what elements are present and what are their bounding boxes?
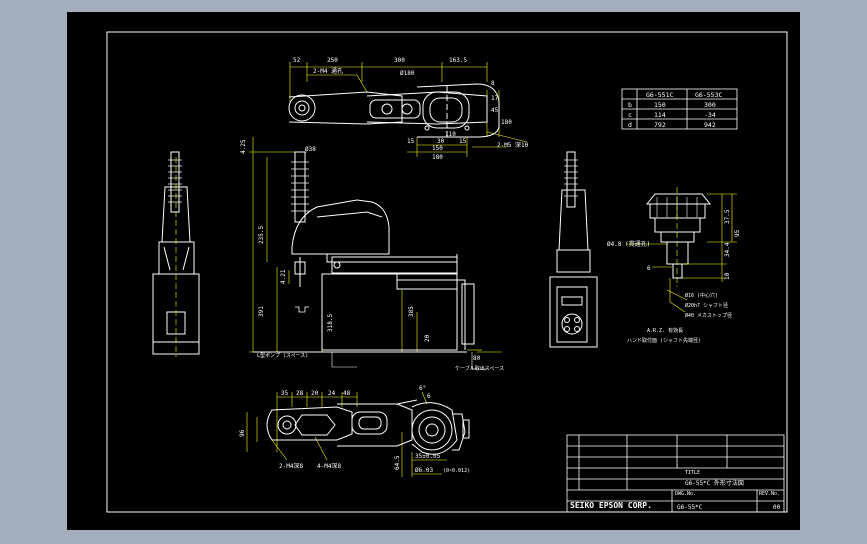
dim-top-15a: 15: [407, 138, 415, 145]
rev-no: 00: [773, 504, 781, 511]
dim-bottom-20: 20: [311, 390, 319, 397]
dim-top-180v: 180: [501, 119, 512, 126]
dim-shaft-d48: Ø4.8 (貫通孔): [607, 240, 650, 248]
spec-table: G6-551C G6-553C b 150 300 c 114 -34 d 79…: [621, 88, 738, 130]
dim-top-2m5: 2-M5 深10: [497, 141, 529, 149]
dim-bottom-tol: (0~0.012): [443, 468, 470, 474]
dim-shaft-d40: Ø40 メカストップ径: [685, 312, 732, 319]
dim-top-250: 250: [327, 57, 338, 64]
dim-shaft-37: 37.5: [724, 209, 731, 224]
dim-front-421: 4.21: [280, 269, 287, 284]
front-view: 4.25 Ø38 235.5 4.21 391 318.5 385 20 80 …: [240, 137, 504, 372]
spec-row-d-label: d: [628, 121, 632, 129]
note-front-pump-space: L型ポンプ (スペース): [257, 352, 308, 359]
dim-top-45: 45: [491, 107, 499, 114]
spec-row-b-553: 300: [704, 101, 716, 109]
dim-top-150: 150: [432, 145, 443, 152]
dwg-no-label: DWG.No.: [675, 491, 696, 497]
left-side-view: [152, 151, 200, 357]
inner-border: [106, 31, 788, 513]
dwg-no: G6-55*C: [677, 504, 703, 511]
dim-bottom-64: 64.5: [394, 455, 401, 470]
note-front-cable-space: ケーブル取出スペース: [455, 365, 504, 372]
dim-shaft-34: 34.4: [724, 242, 731, 257]
dim-shaft-6: 6: [647, 265, 651, 272]
dim-front-391: 391: [258, 306, 265, 317]
dim-top-110: 110: [445, 131, 456, 138]
dim-top-180: 180: [432, 154, 443, 161]
dim-bottom-35: 35: [281, 390, 289, 397]
dim-front-425: 4.25: [240, 139, 247, 154]
dim-bottom-96: 96: [239, 429, 246, 437]
drawing-sheet: 52 250 300 163.5 2-M4 通孔 Ø180 15 30 150 …: [67, 12, 800, 530]
dim-bottom-48: 48: [343, 390, 351, 397]
spec-row-d-553: 942: [704, 121, 716, 129]
dim-bottom-6deg: 6°: [419, 385, 426, 392]
cad-drawing: 52 250 300 163.5 2-M4 通孔 Ø180 15 30 150 …: [106, 31, 788, 513]
dim-shaft-d16: Ø16 (中心穴): [685, 292, 718, 299]
spec-row-c-551: 114: [654, 111, 666, 119]
dim-top-30: 30: [437, 138, 445, 145]
dim-top-52: 52: [293, 57, 301, 64]
right-side-view: [549, 151, 598, 348]
dim-top-300: 300: [394, 57, 405, 64]
spec-row-b-label: b: [628, 101, 632, 109]
title-block: TITLE G6-55*C 外形寸法図 DWG.No. REV.No. SEIK…: [566, 434, 785, 513]
spec-row-d-551: 792: [654, 121, 666, 129]
spec-header-g6-551c: G6-551C: [646, 91, 673, 99]
rev-label: REV.No.: [759, 491, 780, 497]
spec-row-b-551: 150: [654, 101, 666, 109]
dim-bottom-6: 6: [427, 393, 431, 400]
dim-front-20: 20: [424, 334, 431, 342]
dim-top-d180: Ø180: [400, 70, 415, 77]
dim-shaft-d20: Ø20h7 シャフト径: [685, 302, 728, 309]
drawing-title: G6-55*C 外形寸法図: [685, 479, 744, 487]
dim-top-8: 8: [491, 80, 495, 87]
dim-shaft-95: 95: [734, 229, 741, 237]
dim-front-80: 80: [473, 355, 481, 362]
dim-top-15b: 15: [459, 138, 467, 145]
dim-front-318: 318.5: [327, 314, 334, 332]
dim-bottom-4m4: 4-M4深8: [317, 462, 341, 470]
dim-front-d38: Ø38: [305, 146, 316, 153]
dim-bottom-d6: Ø6.03: [415, 467, 433, 474]
spec-row-c-label: c: [628, 111, 632, 119]
company-name: SEIKO EPSON CORP.: [570, 501, 652, 510]
bottom-view: 35 28 20 24 48 96 2-M4深8 4-M4深8 6° 6 64.…: [239, 385, 470, 477]
spec-header-g6-553c: G6-553C: [695, 91, 722, 99]
note-shaft-hand-mount: ハンド取付面 (シャフト先端径): [627, 337, 701, 344]
dim-front-385: 385: [408, 306, 415, 317]
dim-shaft-10: 10: [724, 272, 731, 280]
note-shaft-stroke: A.R.Z. 有効長: [647, 327, 683, 334]
dim-bottom-24: 24: [328, 390, 336, 397]
dim-bottom-28: 28: [296, 390, 304, 397]
dim-top-2m4: 2-M4 通孔: [313, 67, 343, 75]
spec-row-c-553: -34: [704, 111, 716, 119]
dim-front-235: 235.5: [258, 226, 265, 244]
dim-top-163: 163.5: [449, 57, 467, 64]
title-label: TITLE: [685, 470, 700, 476]
dim-bottom-2m4: 2-M4深8: [279, 462, 303, 470]
shaft-detail-view: 37.5 34.4 95 10 Ø4.8 (貫通孔) 6 Ø20h7 シャフト径…: [607, 187, 741, 344]
top-view: 52 250 300 163.5 2-M4 通孔 Ø180 15 30 150 …: [288, 57, 529, 161]
dim-bottom-35tol: 35±0.05: [415, 453, 441, 460]
dim-top-17: 17: [491, 95, 499, 102]
